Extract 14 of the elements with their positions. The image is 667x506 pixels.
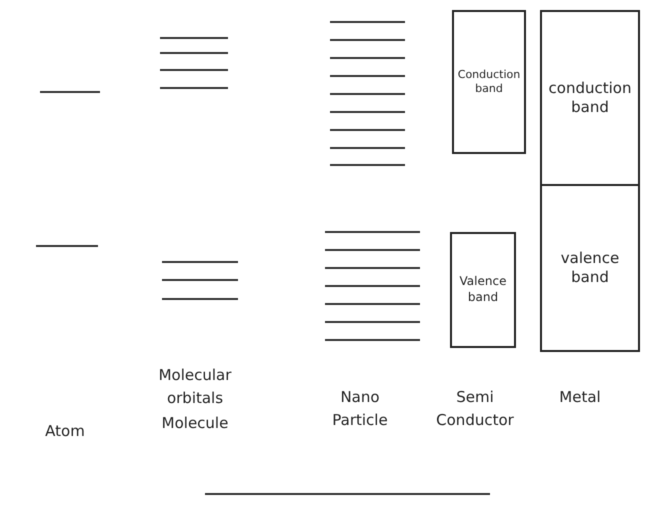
caption-label: Nano Particle: [331, 387, 389, 430]
band-label: conduction band: [548, 78, 632, 118]
energy-band-box: [540, 184, 640, 352]
band-label: valence band: [560, 248, 620, 288]
caption-label: Semi Conductor: [435, 387, 515, 430]
energy-band-box: [450, 232, 516, 348]
caption-label: Molecular orbitals: [158, 365, 232, 408]
band-label: Valence band: [458, 274, 508, 306]
caption-label: Atom: [44, 421, 86, 442]
energy-band-box: [452, 10, 526, 154]
band-label: Conduction band: [456, 68, 522, 96]
caption-label: Metal: [558, 387, 602, 408]
caption-label: Molecule: [160, 413, 230, 434]
energy-band-box: [540, 10, 640, 186]
